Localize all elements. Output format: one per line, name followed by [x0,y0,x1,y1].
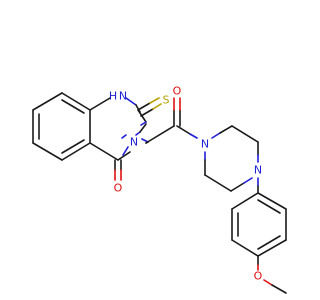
bond [121,134,127,139]
bond [139,123,147,133]
bond [149,97,160,104]
bond [231,125,259,143]
bond [257,192,287,210]
bond [135,131,141,136]
bond [61,92,91,111]
benzene-ring [32,92,91,161]
bond [243,177,253,184]
acetyl-linker [141,97,198,144]
bond [152,103,162,110]
bond [145,125,175,144]
atom-label-ether-o: O [254,270,263,283]
bond [231,239,259,257]
bond [211,132,221,139]
bond [204,174,232,192]
atom-label-thione-s: S [163,94,170,107]
molecule-structure: H N S N O O N N O [32,85,287,294]
bond [61,139,85,154]
bond [125,97,137,106]
bond [89,142,119,161]
atom-label-piperazine-n1: N [201,138,209,151]
bond [122,146,129,156]
bond [189,133,198,139]
methoxy-group [257,255,287,294]
atom-label-amide-o: O [173,85,182,98]
piperazine-ring [204,125,259,192]
atom-label-nh-n: N [119,90,127,103]
atom-label-piperazine-n4: N [254,164,262,177]
bond [140,108,154,117]
atom-label-ring-o4: O [114,182,123,195]
bond [176,125,191,135]
bond [263,279,273,286]
bond [140,121,147,126]
bond [257,199,281,214]
pyrimidine-ring [89,97,147,161]
bond [271,284,287,294]
bond [230,182,245,192]
bond [137,102,151,111]
bond [61,99,85,114]
atom-label-ring-n3: N [130,136,138,149]
bond [257,235,281,250]
bond [231,192,259,210]
bond [61,142,91,161]
bond [89,97,111,111]
carbonyl-c4 [114,123,147,181]
bond [117,151,131,161]
methoxyphenyl-ring [204,174,287,257]
atom-label-nh-h: H [109,90,117,103]
bond [32,142,63,161]
thione-group [137,97,162,117]
bond [32,92,63,111]
bond [219,125,233,134]
bond [257,239,287,257]
